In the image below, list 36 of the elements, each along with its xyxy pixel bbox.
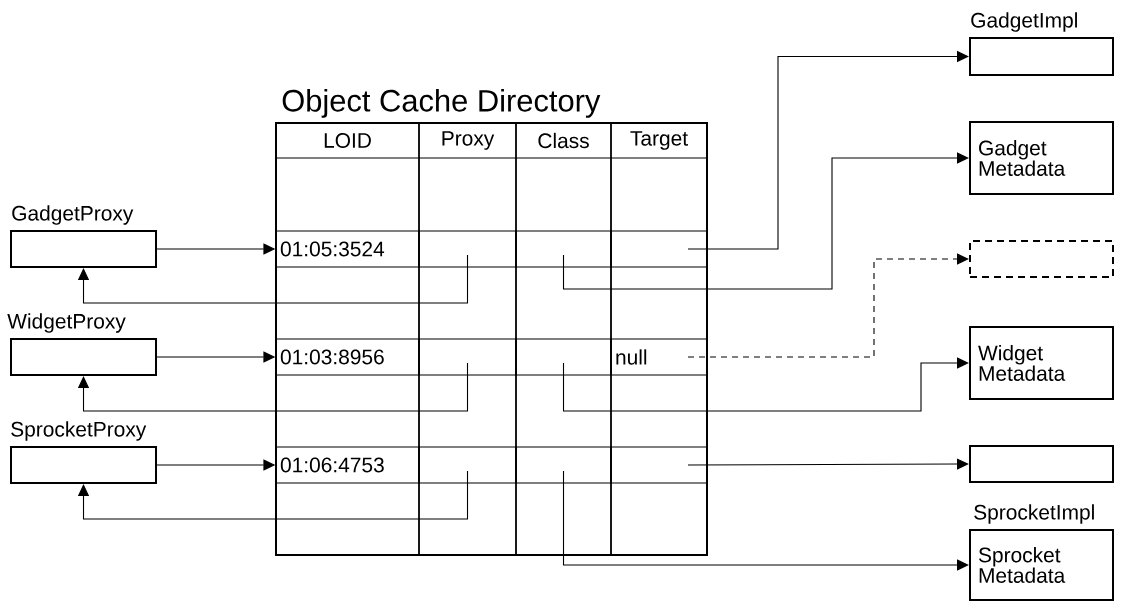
arrow <box>77 470 469 520</box>
table-cell <box>610 230 708 268</box>
table-cell: 01:03:8956 <box>275 338 420 376</box>
table-cell: 01:05:3524 <box>275 230 420 268</box>
box-label: SprocketImpl <box>974 504 1094 524</box>
arrow <box>77 254 469 304</box>
arrow <box>687 253 969 358</box>
arrow <box>562 470 969 571</box>
object-box: Widget Metadata <box>969 326 1114 400</box>
arrow <box>687 458 969 470</box>
table-cell: null <box>610 338 708 376</box>
table-cell <box>610 446 708 484</box>
box-label: GadgetImpl <box>971 12 1077 32</box>
table-title: Object Cache Directory <box>282 89 601 118</box>
column-header: Proxy <box>442 131 495 150</box>
table-cell <box>515 446 612 484</box>
table-cell <box>515 230 612 268</box>
object-box <box>969 240 1114 278</box>
arrow <box>562 357 969 412</box>
arrow <box>687 50 969 250</box>
object-box: Gadget Metadata <box>969 121 1114 195</box>
column-header: Class <box>538 132 589 149</box>
table-cell <box>515 338 612 376</box>
object-box <box>969 445 1114 483</box>
column-header: Target <box>630 131 688 150</box>
table-cell <box>418 230 517 268</box>
column-header: LOID <box>324 133 371 148</box>
object-box: Sprocket Metadata <box>969 529 1114 601</box>
box-label: SprocketProxy <box>11 421 147 441</box>
arrow <box>77 362 469 412</box>
table-cell <box>418 446 517 484</box>
table-cell <box>418 338 517 376</box>
box-label: WidgetProxy <box>7 313 126 333</box>
arrow <box>562 152 969 290</box>
table-cell: 01:06:4753 <box>275 446 420 484</box>
box-label: GadgetProxy <box>12 205 134 225</box>
